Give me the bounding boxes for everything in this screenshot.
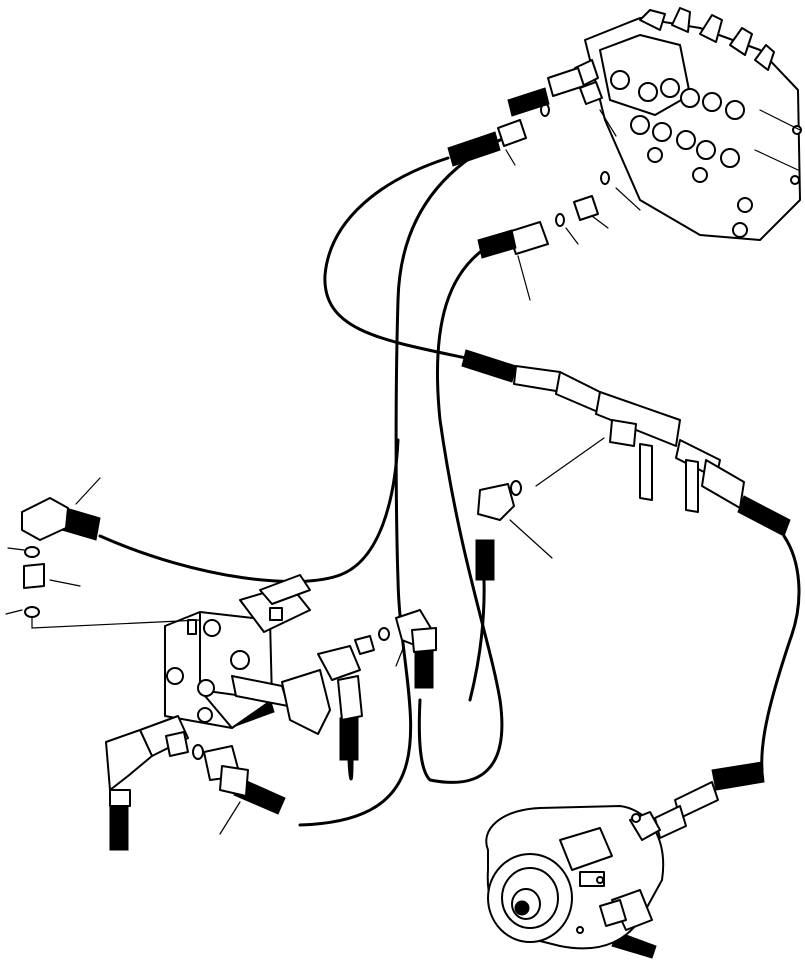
leader-10 [5, 609, 23, 615]
leader-5 [517, 255, 531, 301]
valve-fittings[interactable] [497, 59, 610, 255]
relief-valve-block[interactable] [164, 574, 311, 729]
leader-2 [615, 187, 641, 211]
leader-6 [509, 519, 553, 559]
hydraulic-pump[interactable] [485, 805, 665, 950]
hose-couplings[interactable] [477, 365, 745, 839]
callout-leaders [5, 109, 641, 835]
leader-tee [535, 437, 605, 487]
tee-fitting[interactable] [105, 609, 437, 807]
leader-12 [219, 801, 241, 835]
leader-1 [505, 149, 516, 166]
hose-end-threads [61, 87, 791, 959]
leader-11 [395, 645, 405, 667]
leader-7 [75, 477, 101, 505]
leader-3 [591, 215, 609, 229]
left-fittings[interactable] [21, 497, 201, 629]
leader-8 [7, 547, 25, 551]
control-valve[interactable] [584, 7, 802, 241]
leader-4 [565, 227, 579, 245]
hydraulic-hoses [98, 138, 801, 827]
leader-9 [49, 579, 81, 587]
